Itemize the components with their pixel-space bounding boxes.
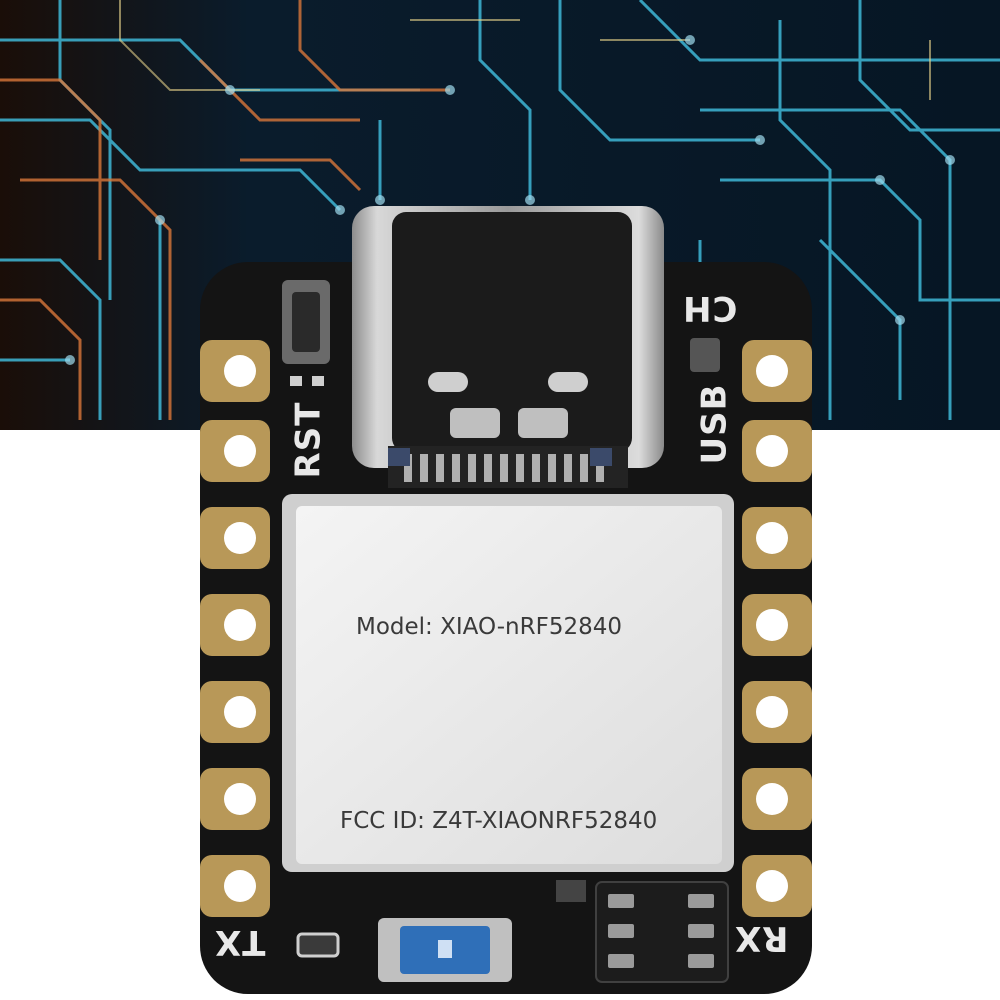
silk-rst-label: RST (288, 401, 329, 479)
user-button-icon (378, 918, 512, 982)
model-label: Model: XIAO-nRF52840 (356, 614, 622, 640)
led-icon (690, 338, 720, 372)
bottom-components (296, 880, 729, 983)
fcc-id-label: FCC ID: Z4T-XIAONRF52840 (340, 808, 658, 834)
silk-tx-label: TX (214, 922, 266, 962)
reset-button-icon (282, 280, 330, 386)
silk-ch-label: CH (682, 288, 738, 328)
xiao-board (200, 206, 812, 994)
silk-usb-label: USB (694, 383, 735, 465)
usb-c-connector-icon (352, 206, 664, 488)
rf-shield-module (282, 494, 734, 872)
silk-rx-label: RX (734, 918, 789, 958)
